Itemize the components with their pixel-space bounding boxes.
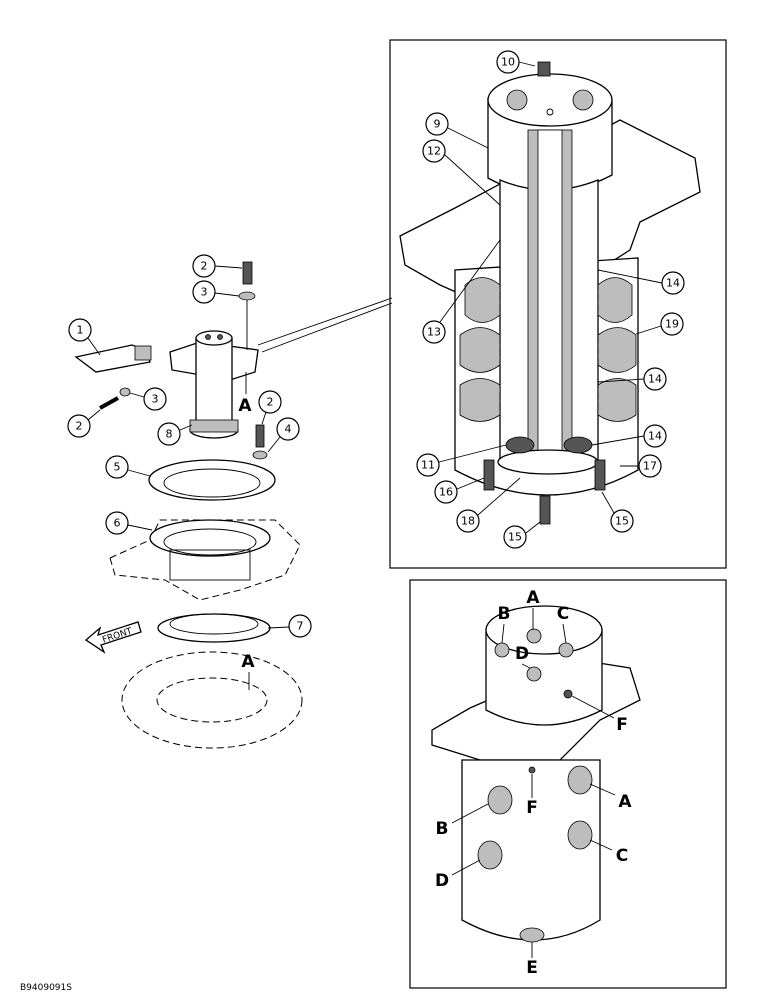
svg-text:19: 19 [665, 318, 679, 331]
callout-10: 10 [496, 50, 536, 74]
svg-text:11: 11 [421, 459, 435, 472]
svg-text:10: 10 [501, 56, 515, 69]
ring-7 [157, 613, 271, 643]
port-view-swivel [431, 605, 641, 943]
callout-6: 6 [105, 511, 153, 535]
svg-text:15: 15 [615, 515, 629, 528]
port-label-b: B [498, 604, 511, 624]
callout-4: 4 [267, 417, 300, 453]
port-label-f-side: F [526, 798, 538, 818]
frame-plate-6 [109, 519, 301, 601]
svg-text:6: 6 [114, 517, 121, 530]
ring-a-label: A [241, 652, 255, 672]
svg-text:14: 14 [648, 430, 662, 443]
svg-text:7: 7 [297, 620, 304, 633]
swivel-assembly-small [74, 261, 268, 460]
callout-18: 18 [456, 477, 521, 533]
port-label-e: E [526, 958, 538, 978]
port-label-a-side: A [618, 792, 632, 812]
callout-2: 2 [192, 254, 243, 278]
port-label-b-side: B [436, 819, 449, 839]
svg-text:18: 18 [461, 515, 475, 528]
svg-text:3: 3 [201, 286, 208, 299]
port-label-c: C [557, 604, 569, 624]
figure-code: B9409091S [20, 983, 72, 993]
port-label-a: A [526, 588, 540, 608]
callout-11: 11 [416, 444, 507, 477]
detail-leader-line [261, 302, 393, 353]
callout-3: 3 [129, 387, 167, 411]
svg-text:1: 1 [77, 324, 84, 337]
ring-5 [148, 459, 276, 501]
port-identification-frame [409, 579, 727, 989]
svg-text:13: 13 [427, 326, 441, 339]
port-label-c-side: C [616, 846, 628, 866]
port-label-d: D [515, 644, 529, 664]
svg-text:8: 8 [166, 428, 173, 441]
callout-3: 3 [192, 280, 240, 304]
front-arrow: FRONT [84, 621, 142, 654]
svg-text:12: 12 [427, 145, 441, 158]
callout-15: 15 [503, 521, 541, 549]
callout-12: 12 [422, 139, 501, 206]
base-ring [121, 651, 303, 749]
svg-text:15: 15 [508, 531, 522, 544]
svg-text:14: 14 [648, 373, 662, 386]
svg-text:9: 9 [434, 118, 441, 131]
callout-14: 14 [597, 367, 667, 391]
svg-text:2: 2 [76, 420, 83, 433]
svg-text:2: 2 [201, 260, 208, 273]
cutaway-swivel-body [399, 61, 701, 525]
callout-17: 17 [620, 454, 662, 478]
callout-14: 14 [591, 424, 667, 448]
port-label-f: F [616, 715, 628, 735]
callout-15: 15 [601, 491, 634, 533]
svg-text:2: 2 [267, 396, 274, 409]
svg-text:4: 4 [285, 423, 292, 436]
callout-16: 16 [434, 477, 485, 504]
view-a-label: A [238, 396, 252, 416]
svg-text:5: 5 [114, 461, 121, 474]
svg-text:16: 16 [439, 486, 453, 499]
callout-9: 9 [425, 112, 489, 149]
callout-14: 14 [597, 269, 685, 295]
callout-19: 19 [635, 312, 684, 336]
callout-2: 2 [67, 409, 101, 438]
svg-text:14: 14 [666, 277, 680, 290]
svg-text:17: 17 [643, 460, 657, 473]
callout-2: 2 [258, 390, 282, 425]
callout-13: 13 [422, 239, 501, 344]
callout-7: 7 [267, 614, 312, 638]
callout-8: 8 [157, 422, 193, 446]
callout-1: 1 [68, 318, 101, 356]
detail-leader-line [257, 297, 393, 346]
callout-5: 5 [105, 455, 151, 479]
svg-text:3: 3 [152, 393, 159, 406]
port-label-d-side: D [435, 871, 449, 891]
